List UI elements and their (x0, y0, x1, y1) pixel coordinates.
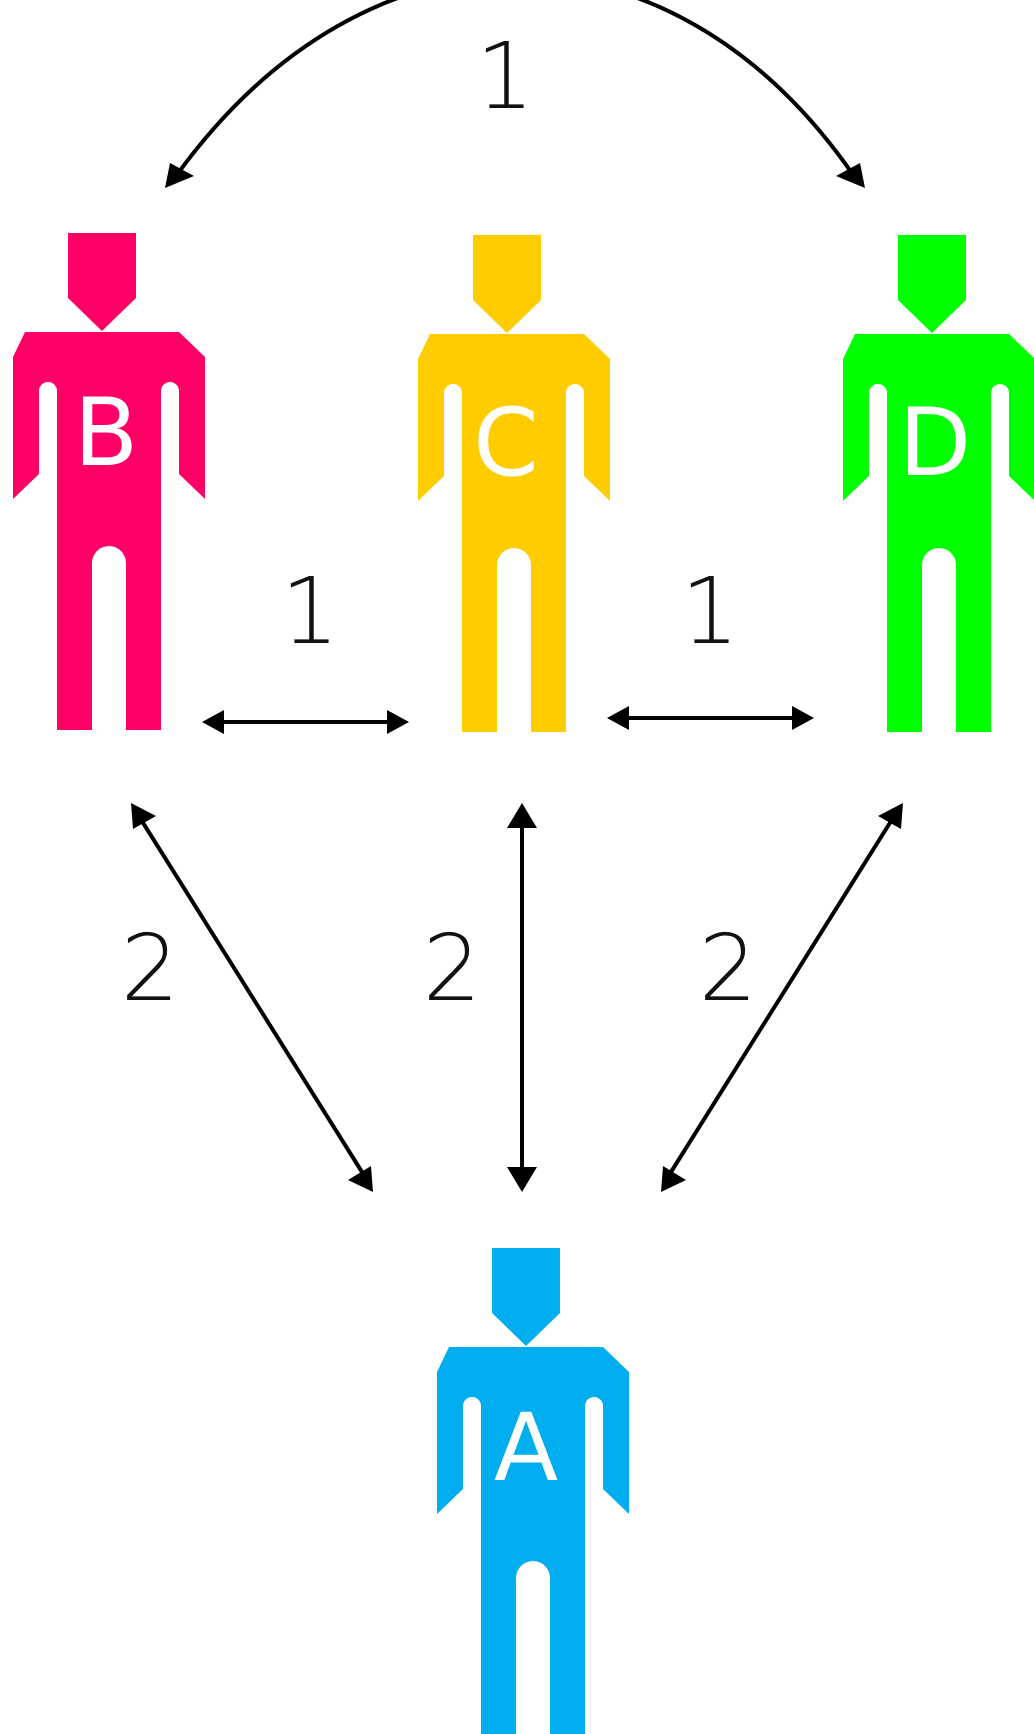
edge-b-c-head-b (202, 710, 224, 734)
edge-d-a-arrow (669, 816, 895, 1174)
person-b-letter: B (74, 379, 139, 488)
edge-c-d-head-c (607, 706, 629, 730)
edge-c-d: 1 (607, 558, 814, 730)
edge-c-a-label: 2 (423, 915, 482, 1022)
edge-b-d-label: 1 (476, 23, 535, 130)
person-b: B (13, 233, 205, 730)
edge-b-c: 1 (202, 558, 409, 734)
edge-d-a-head-d (878, 803, 903, 829)
edge-b-a-head-b (131, 803, 156, 829)
edge-b-c-label: 1 (281, 558, 340, 665)
edge-c-a-head-c (507, 803, 537, 828)
edge-b-a-arrow (138, 816, 364, 1174)
edge-d-a-label: 2 (699, 915, 758, 1022)
edge-b-d-arrow (174, 0, 856, 178)
edge-c-a-head-a (507, 1167, 537, 1192)
person-a: A (437, 1248, 629, 1734)
edge-b-a-head-a (348, 1166, 373, 1192)
edge-c-a: 2 (423, 803, 537, 1192)
edge-d-a: 2 (661, 803, 903, 1192)
person-c-letter: C (473, 389, 539, 498)
edge-b-a-label: 2 (121, 915, 180, 1022)
person-d-letter: D (899, 389, 971, 498)
edge-b-c-head-c (387, 710, 409, 734)
person-a-letter: A (494, 1394, 558, 1503)
edge-d-a-head-a (661, 1166, 686, 1192)
edge-b-d-head-d (836, 163, 865, 188)
edge-b-d-head-b (165, 163, 194, 188)
person-c: C (418, 235, 610, 732)
edge-b-a: 2 (121, 803, 373, 1192)
edge-b-d: 1 (165, 0, 865, 188)
person-d: D (843, 235, 1034, 732)
edge-c-d-head-d (792, 706, 814, 730)
edge-c-d-label: 1 (681, 558, 740, 665)
